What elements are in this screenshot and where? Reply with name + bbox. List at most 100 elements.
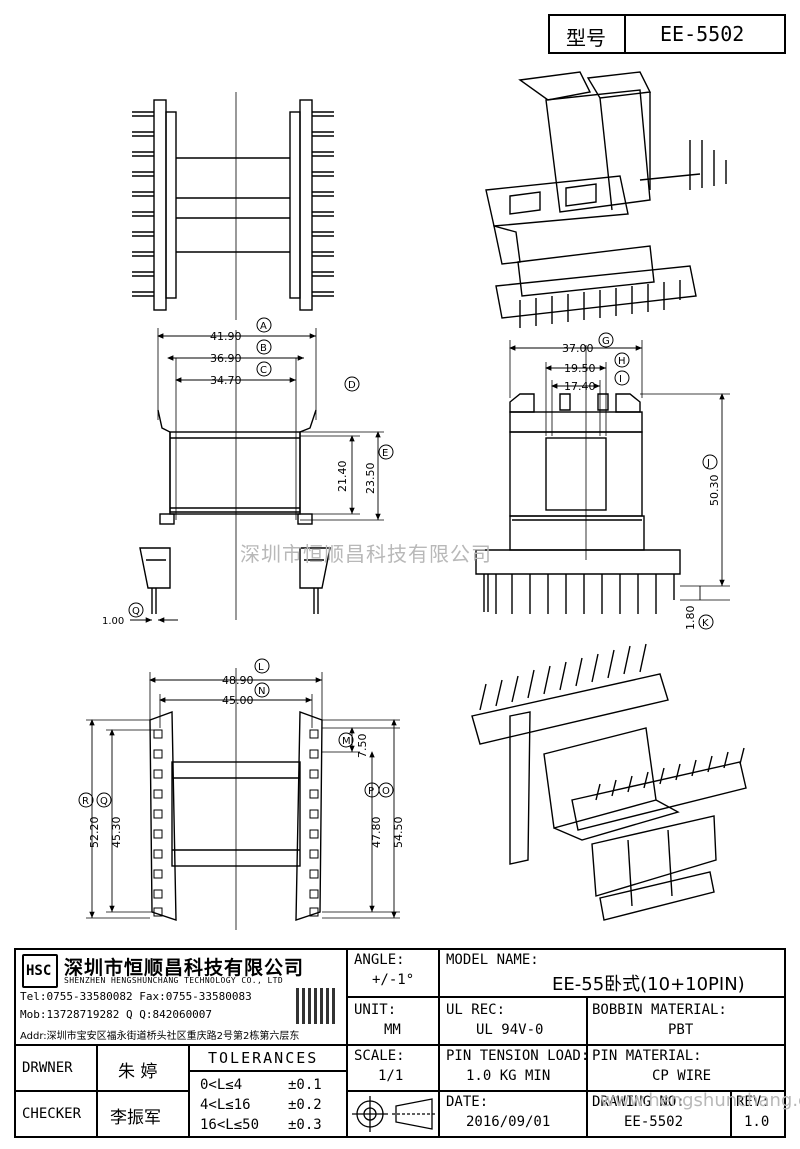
tolerances-label: TOLERANCES	[208, 1049, 319, 1067]
angle-value: +/-1°	[372, 972, 415, 988]
front-view	[139, 328, 384, 620]
dim-j-letter: J	[706, 458, 710, 469]
dim-e-value: 23.50	[364, 463, 377, 495]
dim-s-value: 45.30	[110, 817, 123, 849]
unit-label: UNIT:	[354, 1002, 397, 1018]
dim-h-value: 19.50	[564, 362, 596, 375]
isometric-view-top	[485, 71, 727, 328]
dim-i-value: 17.40	[564, 380, 596, 393]
drawner-label: DRWNER	[22, 1060, 73, 1076]
company-addr: Addr:深圳市宝安区福永街道桥头社区重庆路2号第2栋第六层东	[20, 1031, 300, 1042]
dim-n-letter: N	[258, 686, 265, 697]
company-logo-icon: HSC	[22, 954, 58, 988]
checker-value: 李振军	[110, 1108, 161, 1128]
dim-b-letter: B	[260, 343, 267, 354]
dim-e-letter: E	[382, 448, 388, 459]
tb-hr-3	[14, 1090, 188, 1092]
dim-p-value: 47.80	[370, 817, 383, 849]
dim-c-value: 34.70	[210, 374, 242, 387]
dim-s-letter: Q	[100, 796, 108, 807]
tol-value-2: ±0.2	[288, 1097, 322, 1113]
ulrec-label: UL REC:	[446, 1002, 506, 1018]
tb-hr-1	[346, 996, 786, 998]
model-code: EE-5502	[660, 22, 745, 46]
unit-value: MM	[384, 1022, 401, 1038]
company-name-en: SHENZHEN HENGSHUNCHANG TECHNOLOGY CO., L…	[64, 976, 284, 985]
tol-value-1: ±0.1	[288, 1077, 322, 1093]
tb-div-6	[188, 1044, 190, 1138]
top-view-pins	[132, 92, 334, 320]
dim-r-value: 52.20	[88, 817, 101, 849]
model-name-label: MODEL NAME:	[446, 952, 539, 968]
tol-range-2: 4<L≤16	[200, 1097, 251, 1113]
angle-label: ANGLE:	[354, 952, 405, 968]
dim-q-letter: Q	[132, 606, 140, 617]
pin-material-value: CP WIRE	[652, 1068, 712, 1084]
dim-c-letter: C	[260, 365, 267, 376]
tb-hr-2	[14, 1044, 786, 1046]
title-block	[14, 948, 786, 1138]
scale-value: 1/1	[378, 1068, 404, 1084]
dim-b-value: 36.90	[210, 352, 242, 365]
header-divider	[624, 14, 626, 54]
type-label: 型号	[566, 26, 606, 50]
dim-o-value: 54.50	[392, 817, 405, 849]
dim-l-letter: L	[258, 662, 264, 673]
side-view	[475, 340, 730, 614]
company-name-cn: 深圳市恒顺昌科技有限公司	[64, 957, 305, 979]
watermark-url: www.hengshunchang.com	[600, 1090, 800, 1111]
dim-g-letter: G	[602, 336, 610, 347]
tol-value-3: ±0.3	[288, 1117, 322, 1133]
qr-code-icon	[296, 988, 336, 1024]
bobbin-material-label: BOBBIN MATERIAL:	[592, 1002, 727, 1018]
tb-hr-5	[346, 1090, 786, 1092]
drawner-value: 朱 婷	[118, 1062, 158, 1082]
tol-range-3: 16<L≤50	[200, 1117, 260, 1133]
model-name-value: EE-55卧式(10+10PIN)	[552, 974, 745, 995]
dim-a-letter: A	[260, 321, 267, 332]
tb-div-1	[346, 948, 348, 1138]
dim-d-letter: D	[348, 380, 356, 391]
pin-material-label: PIN MATERIAL:	[592, 1048, 702, 1064]
isometric-view-bottom	[471, 643, 747, 921]
tb-div-4	[730, 1090, 732, 1138]
pin-tension-value: 1.0 KG MIN	[466, 1068, 551, 1084]
dim-g-value: 37.00	[562, 342, 594, 355]
dim-k-value: 1.80	[684, 606, 697, 631]
tb-div-2	[438, 948, 440, 1138]
dim-p-letter: P	[368, 786, 374, 797]
dim-h-letter: H	[618, 356, 626, 367]
ulrec-value: UL 94V-0	[476, 1022, 544, 1038]
dim-n-value: 45.00	[222, 694, 254, 707]
tol-range-1: 0<L≤4	[200, 1077, 243, 1093]
bobbin-material-value: PBT	[668, 1022, 694, 1038]
dim-r-letter: R	[82, 796, 89, 807]
dim-m-letter: M	[342, 736, 351, 747]
rev-label: REV:	[736, 1094, 770, 1110]
company-tel: Tel:0755-33580082 Fax:0755-33580083	[20, 990, 252, 1003]
pin-tension-label: PIN TENSION LOAD:	[446, 1048, 590, 1064]
tb-hr-4	[188, 1070, 346, 1072]
dim-q-value: 1.00	[102, 616, 124, 627]
dim-o-letter: O	[382, 786, 390, 797]
dim-k-letter: K	[702, 618, 709, 629]
technical-drawing: 41.90 A 36.90 B 34.70 C 21.40 D 23.50 E …	[78, 71, 747, 930]
dim-m-value: 7.50	[356, 734, 369, 759]
drawing-no-label: DRAWING NO:	[592, 1094, 685, 1110]
tb-div-3	[586, 996, 588, 1138]
model-header-box	[548, 14, 786, 54]
dim-j-value: 50.30	[708, 475, 721, 507]
dim-l-value: 48.90	[222, 674, 254, 687]
date-label: DATE:	[446, 1094, 489, 1110]
dim-a-value: 41.90	[210, 330, 242, 343]
drawing-no-value: EE-5502	[624, 1114, 684, 1130]
bottom-view	[86, 668, 400, 930]
logo-text: HSC	[26, 963, 52, 979]
projection-symbol-icon	[352, 1096, 436, 1132]
dim-i-letter: I	[619, 374, 622, 385]
date-value: 2016/09/01	[466, 1114, 551, 1130]
checker-label: CHECKER	[22, 1106, 82, 1122]
scale-label: SCALE:	[354, 1048, 405, 1064]
rev-value: 1.0	[744, 1114, 770, 1130]
